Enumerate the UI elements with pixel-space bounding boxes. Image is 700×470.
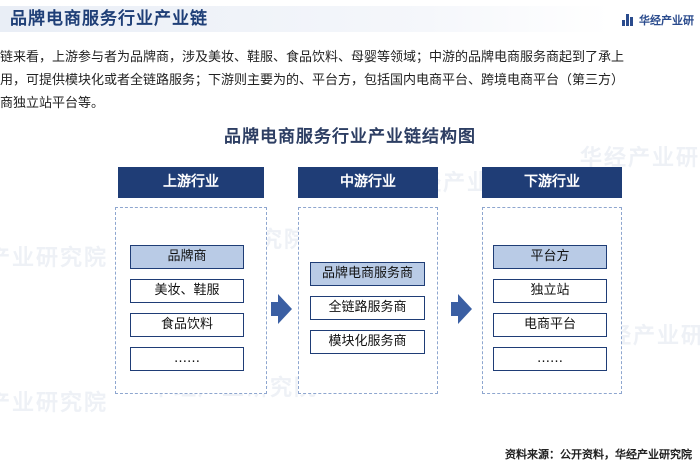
upstream-item: 美妆、鞋服 — [130, 279, 244, 303]
upstream-item: 品牌商 — [130, 245, 244, 269]
source-note: 资料来源：公开资料，华经产业研究院 — [505, 448, 692, 461]
brand-bars-icon — [622, 14, 634, 26]
column-header-downstream: 下游行业 — [482, 167, 622, 198]
intro-text: 链来看，上游参与者为品牌商，涉及美妆、鞋服、食品饮料、母婴等领域；中游的品牌电商… — [0, 46, 700, 115]
downstream-item: 电商平台 — [493, 313, 607, 337]
intro-line-2: 用，可提供模块化或者全链路服务；下游则主要为的、平台方，包括国内电商平台、跨境电… — [0, 73, 625, 88]
brand-logo: 华经产业研 — [622, 12, 694, 28]
brand-name: 华经产业研 — [639, 14, 694, 27]
diagram-title: 品牌电商服务行业产业链结构图 — [224, 127, 476, 147]
column-header-upstream: 上游行业 — [118, 167, 264, 198]
downstream-item: 平台方 — [493, 245, 607, 269]
downstream-item: …… — [493, 347, 607, 371]
watermark: 华经产业研究院 — [0, 391, 109, 416]
intro-line-3: 商独立站平台等。 — [0, 96, 105, 111]
midstream-item: 全链路服务商 — [310, 296, 425, 320]
midstream-item: 品牌电商服务商 — [310, 262, 425, 286]
arrow-right-icon — [451, 294, 472, 324]
downstream-item: 独立站 — [493, 279, 607, 303]
upstream-item: …… — [130, 347, 244, 371]
watermark: 华经产业研究院 — [0, 246, 109, 271]
column-header-midstream: 中游行业 — [298, 167, 438, 198]
arrow-right-icon — [271, 294, 292, 324]
header-background — [0, 6, 610, 32]
page-title: 品牌电商服务行业产业链 — [10, 9, 208, 29]
intro-line-1: 链来看，上游参与者为品牌商，涉及美妆、鞋服、食品饮料、母婴等领域；中游的品牌电商… — [0, 50, 625, 65]
midstream-item: 模块化服务商 — [310, 330, 425, 354]
header-bar: 品牌电商服务行业产业链 华经产业研 — [0, 0, 700, 40]
watermark: 华经产业研究院 — [580, 146, 700, 171]
upstream-item: 食品饮料 — [130, 313, 244, 337]
